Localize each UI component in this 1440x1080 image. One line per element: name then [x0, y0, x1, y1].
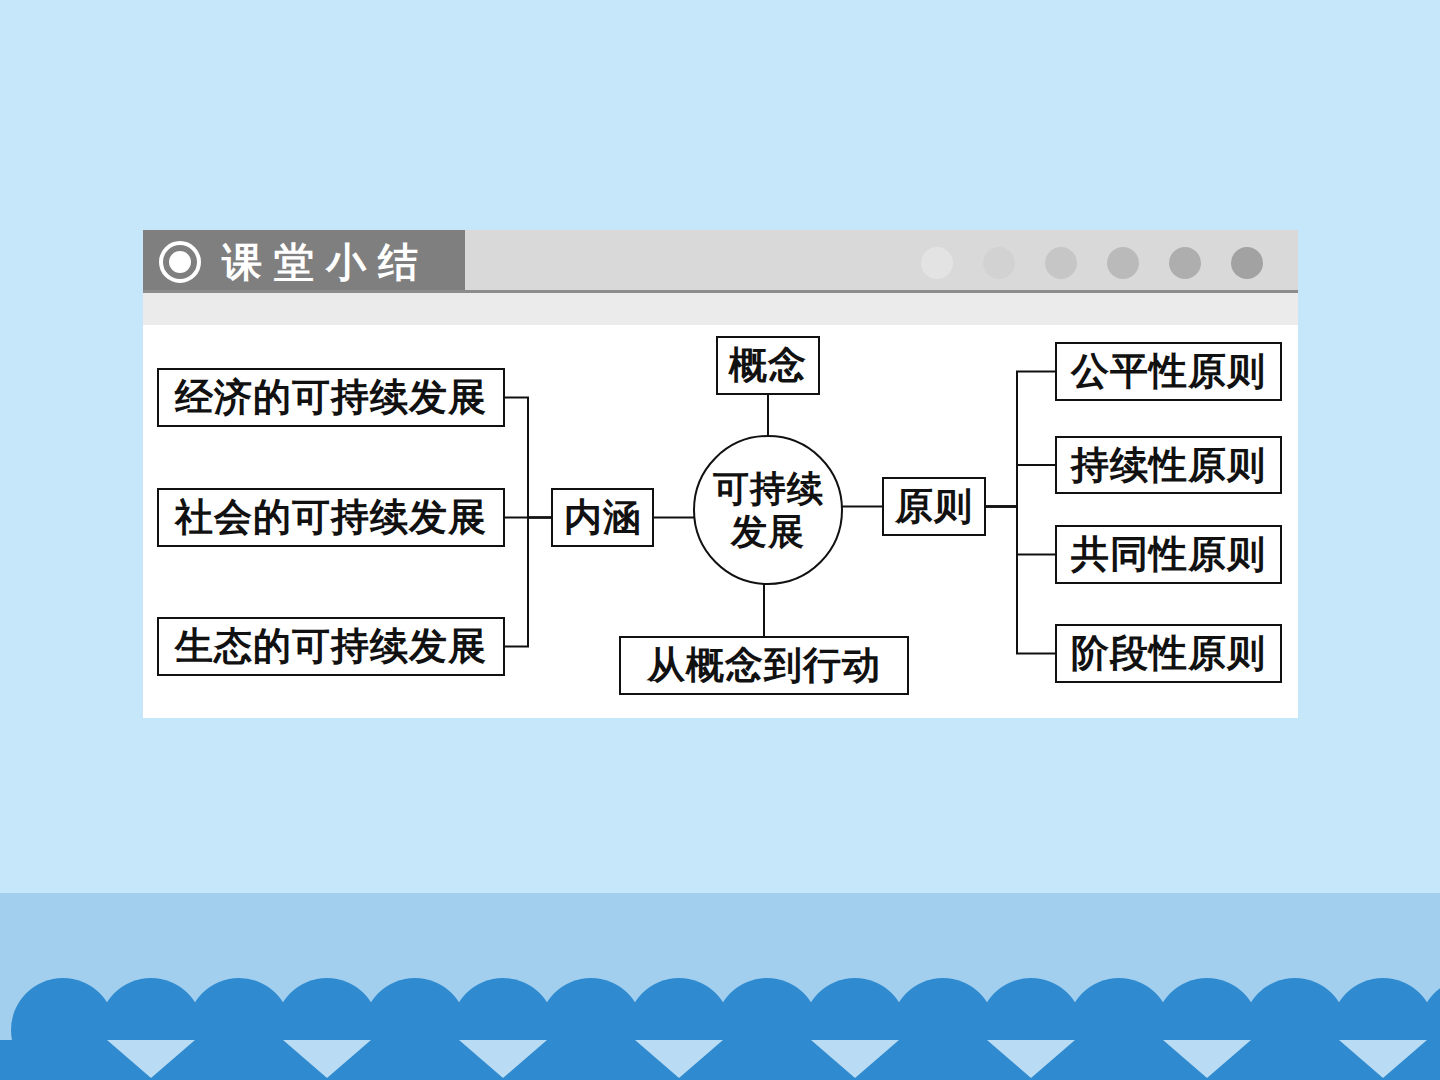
concept-box: 阶段性原则 [1055, 624, 1282, 683]
wave-circles [0, 978, 1440, 1080]
wave-base [0, 1040, 1440, 1080]
connector-line [654, 517, 694, 519]
wave-triangle [283, 1040, 371, 1078]
connector-line [505, 518, 551, 647]
concept-box: 概念 [716, 336, 820, 395]
connector-line [986, 465, 1055, 507]
concept-box: 生态的可持续发展 [157, 617, 505, 676]
node-label: 公平性原则 [1071, 346, 1266, 397]
concept-box: 持续性原则 [1055, 436, 1282, 494]
connector-line [986, 507, 1055, 555]
panel [143, 230, 1298, 718]
header-bar [143, 230, 1298, 290]
connector-line [767, 395, 769, 436]
connector-line [986, 372, 1055, 507]
connector-line [986, 507, 1055, 654]
wave-triangles [107, 1040, 1427, 1078]
concept-box: 内涵 [551, 488, 654, 547]
header-dot [1107, 247, 1139, 279]
header-dot [983, 247, 1015, 279]
header-dot [1169, 247, 1201, 279]
concept-box: 经济的可持续发展 [157, 368, 505, 427]
node-label: 原则 [895, 481, 973, 532]
concept-box: 公平性原则 [1055, 342, 1282, 401]
node-label: 生态的可持续发展 [175, 621, 487, 672]
concept-box: 社会的可持续发展 [157, 488, 505, 547]
bullet-ring [161, 243, 199, 281]
node-label: 从概念到行动 [647, 640, 881, 691]
node-label: 内涵 [564, 492, 642, 543]
header-dot [1045, 247, 1077, 279]
circle-shape [694, 436, 842, 584]
header-stripe [143, 293, 1298, 325]
wave-triangle [987, 1040, 1075, 1078]
node-label: 经济的可持续发展 [175, 372, 487, 423]
wave-triangle [811, 1040, 899, 1078]
header-dot [1231, 247, 1263, 279]
node-label: 可持续 发展 [708, 467, 828, 553]
concept-box: 从概念到行动 [619, 636, 909, 695]
node-label: 概念 [729, 340, 807, 391]
wave-triangle [459, 1040, 547, 1078]
concept-box: 原则 [882, 477, 986, 536]
header-rule [143, 290, 1298, 293]
slide-title: 课堂小结 [222, 236, 430, 288]
node-label: 阶段性原则 [1071, 628, 1266, 679]
connector-line [842, 506, 882, 508]
wave-triangle [107, 1040, 195, 1078]
wave-triangle [1339, 1040, 1427, 1078]
header-dot [921, 247, 953, 279]
wave-triangle [1163, 1040, 1251, 1078]
wave-triangle [635, 1040, 723, 1078]
center-circle: 可持续 发展 [692, 434, 844, 586]
node-label: 持续性原则 [1071, 440, 1266, 491]
header-tab [143, 230, 465, 290]
concept-box: 共同性原则 [1055, 525, 1282, 584]
node-label: 共同性原则 [1071, 529, 1266, 580]
bullet-dot [169, 251, 191, 273]
connector-line [763, 584, 765, 636]
node-label: 社会的可持续发展 [175, 492, 487, 543]
connector-line [505, 398, 551, 518]
